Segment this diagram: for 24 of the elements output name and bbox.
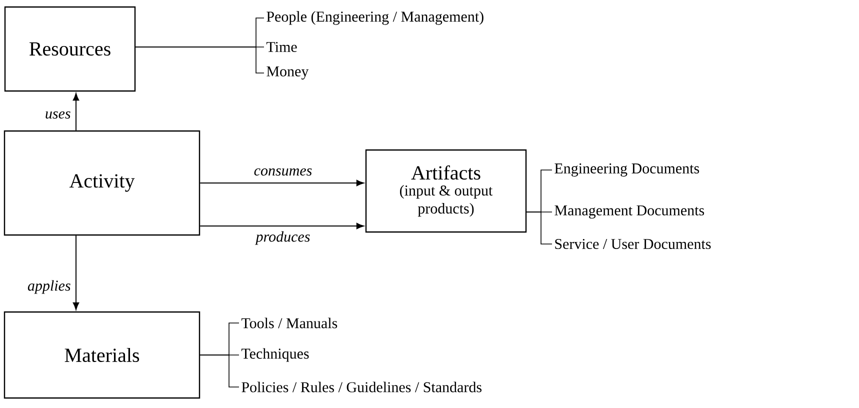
item-text: Money (266, 66, 309, 80)
entity-box: Resources (4, 6, 136, 92)
item-text: Service / User Documents (555, 238, 711, 250)
edge-label: applies (26, 279, 72, 295)
item-text: Techniques (241, 348, 309, 362)
arrow (72, 93, 80, 131)
item-text: Policies / Rules / Guidelines / Standards (242, 382, 482, 392)
entity-box: Artifacts (input & output products) (365, 149, 527, 233)
item-text: People (Engineering / Management) (266, 11, 484, 25)
bracket-line (200, 354, 240, 388)
entity-box: Activity (4, 130, 200, 236)
entity-box: Materials (4, 311, 200, 399)
item-text: Engineering Documents (554, 163, 700, 177)
arrow (200, 222, 364, 230)
item-text: Time (266, 42, 297, 52)
arrow (72, 235, 80, 310)
item-text: Tools / Manuals (241, 318, 338, 328)
edge-label: consumes (252, 167, 314, 177)
arrow (200, 180, 364, 186)
bracket-line (135, 46, 264, 74)
bracket-line (526, 212, 552, 244)
edge-label: produces (254, 230, 312, 246)
edge-label: uses (44, 110, 72, 120)
item-text: Management Documents (554, 205, 704, 219)
